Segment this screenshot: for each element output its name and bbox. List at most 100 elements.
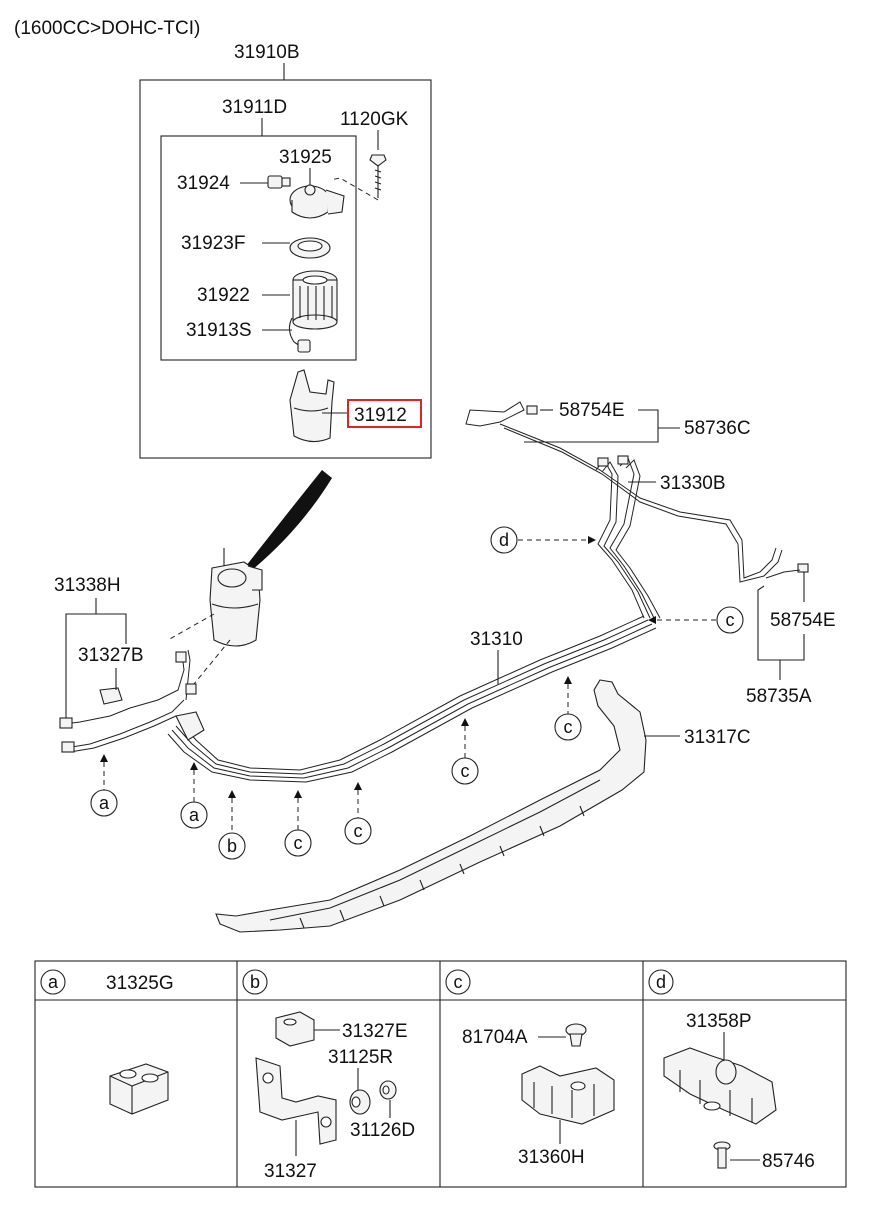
label-58736C[interactable]: 58736C: [684, 418, 751, 439]
callout-a-2-letter: a: [189, 805, 200, 825]
callout-c-2-arrow: [294, 790, 302, 798]
callout-d-1-letter: d: [499, 530, 509, 550]
callout-c-3-arrow: [354, 782, 362, 790]
clip-31327E-icon: [275, 1011, 315, 1047]
callout-c-4: [451, 757, 479, 785]
callout-d-1: [490, 526, 518, 554]
callout-b-1-arrow: [228, 790, 236, 798]
vapor-tube-58736C: [499, 423, 777, 579]
grommet-31125R-icon: [349, 1089, 371, 1115]
table-header-c-letter: c: [454, 972, 463, 992]
front-hose-assy-31338H: [59, 651, 187, 753]
callout-c-2-letter: c: [294, 833, 303, 853]
bracket-31338H: [65, 613, 127, 718]
hose-clip-right-icon: [765, 563, 809, 579]
mounted-filter-icon: [209, 548, 263, 647]
table-header-b-letter: b: [250, 972, 260, 992]
bolt-1120GK-icon: [369, 154, 387, 198]
label-31125R[interactable]: 31125R: [328, 1047, 393, 1068]
cap-81704A-icon: [565, 1023, 587, 1047]
label-81704A[interactable]: 81704A: [462, 1027, 528, 1048]
main-fuel-tube-31310: [167, 615, 657, 783]
table-header-c-circle: [445, 969, 471, 995]
filter-head-icon: [289, 184, 345, 219]
label-31911D[interactable]: 31911D: [222, 97, 287, 118]
callout-c-3-letter: c: [354, 821, 363, 841]
callout-c-3: [344, 817, 372, 845]
filter-sub-assembly-frame: [160, 135, 357, 361]
callout-a-2: [180, 801, 208, 829]
zoom-pointer-arrow: [246, 470, 332, 570]
table-header-b-circle: [242, 969, 268, 995]
label-58735A[interactable]: 58735A: [746, 686, 812, 707]
label-31327E[interactable]: 31327E: [342, 1021, 408, 1042]
callout-b-1-letter: b: [227, 836, 237, 856]
sensor-plug-icon: [267, 175, 291, 189]
table-header-d-letter: d: [656, 972, 666, 992]
highlight-box-31912: [347, 399, 422, 428]
filter-dash-right: [193, 639, 231, 685]
parts-table: [34, 960, 847, 1188]
callout-a-1-letter: a: [99, 793, 110, 813]
filter-dash-left: [167, 613, 215, 641]
vapor-tube-end-top: [465, 401, 525, 427]
filter-assembly-frame: [139, 79, 432, 459]
callout-c-5-letter: c: [564, 717, 573, 737]
table-header-d-circle: [648, 969, 674, 995]
engine-note: (1600CC>DOHC-TCI): [14, 18, 200, 39]
label-31126D[interactable]: 31126D: [350, 1120, 415, 1141]
label-31327B[interactable]: 31327B: [78, 645, 144, 666]
callout-c-1: [716, 606, 744, 634]
table-header-a-circle: [40, 969, 66, 995]
table-header-a-letter: a: [48, 972, 59, 992]
bracket-58735A: [757, 585, 805, 661]
bolt-85746-icon: [713, 1141, 731, 1169]
clip-31360H-icon: [521, 1065, 615, 1125]
collar-31126D-icon: [379, 1080, 397, 1100]
bracket-31327-icon: [255, 1057, 337, 1145]
label-31912[interactable]: 31912: [354, 405, 407, 426]
label-31922[interactable]: 31922: [197, 285, 250, 306]
callout-c-5-arrow: [564, 676, 572, 684]
filter-bracket-icon: [289, 369, 335, 443]
hose-clip-top-icon: [526, 405, 538, 415]
clip-31358P-icon: [663, 1047, 777, 1125]
label-31330B[interactable]: 31330B: [660, 473, 726, 494]
bracket-58736C: [524, 409, 659, 443]
label-31913S[interactable]: 31913S: [186, 320, 252, 341]
fuel-line-set-31330B: [595, 455, 661, 619]
label-58754E-top[interactable]: 58754E: [559, 400, 625, 421]
callout-a-1: [90, 789, 118, 817]
label-1120GK[interactable]: 1120GK: [340, 109, 409, 130]
fuel-line-protector-31317C: [215, 679, 647, 933]
label-31338H[interactable]: 31338H: [54, 575, 121, 596]
label-31310[interactable]: 31310: [470, 629, 523, 650]
callout-c-4-letter: c: [461, 761, 470, 781]
label-31910B[interactable]: 31910B: [234, 42, 300, 63]
callout-c-1-letter: c: [726, 610, 735, 630]
label-31317C[interactable]: 31317C: [684, 727, 751, 748]
filter-cartridge-icon: [292, 270, 338, 330]
label-31358P[interactable]: 31358P: [686, 1011, 752, 1032]
callout-d-1-arrow: [588, 536, 596, 544]
clip-31325G-icon: [109, 1063, 169, 1115]
callout-a-2-arrow: [190, 762, 198, 770]
label-31327[interactable]: 31327: [264, 1161, 317, 1182]
label-58754E-right[interactable]: 58754E: [770, 610, 836, 631]
callout-a-1-arrow: [100, 754, 108, 762]
gasket-ring-icon: [289, 237, 331, 259]
callout-c-2: [284, 829, 312, 857]
callout-b-1: [218, 832, 246, 860]
water-sensor-icon: [288, 317, 311, 353]
label-31923F[interactable]: 31923F: [181, 233, 245, 254]
callout-c-5: [554, 713, 582, 741]
callout-c-4-arrow: [461, 718, 469, 726]
vapor-tube-58736C-b: [503, 427, 783, 583]
table-header-a-part[interactable]: 31325G: [106, 973, 174, 994]
callout-c-1-arrow: [648, 616, 656, 624]
label-85746[interactable]: 85746: [762, 1151, 815, 1172]
label-31924[interactable]: 31924: [177, 173, 230, 194]
label-31925[interactable]: 31925: [279, 147, 332, 168]
label-31360H[interactable]: 31360H: [518, 1147, 585, 1168]
